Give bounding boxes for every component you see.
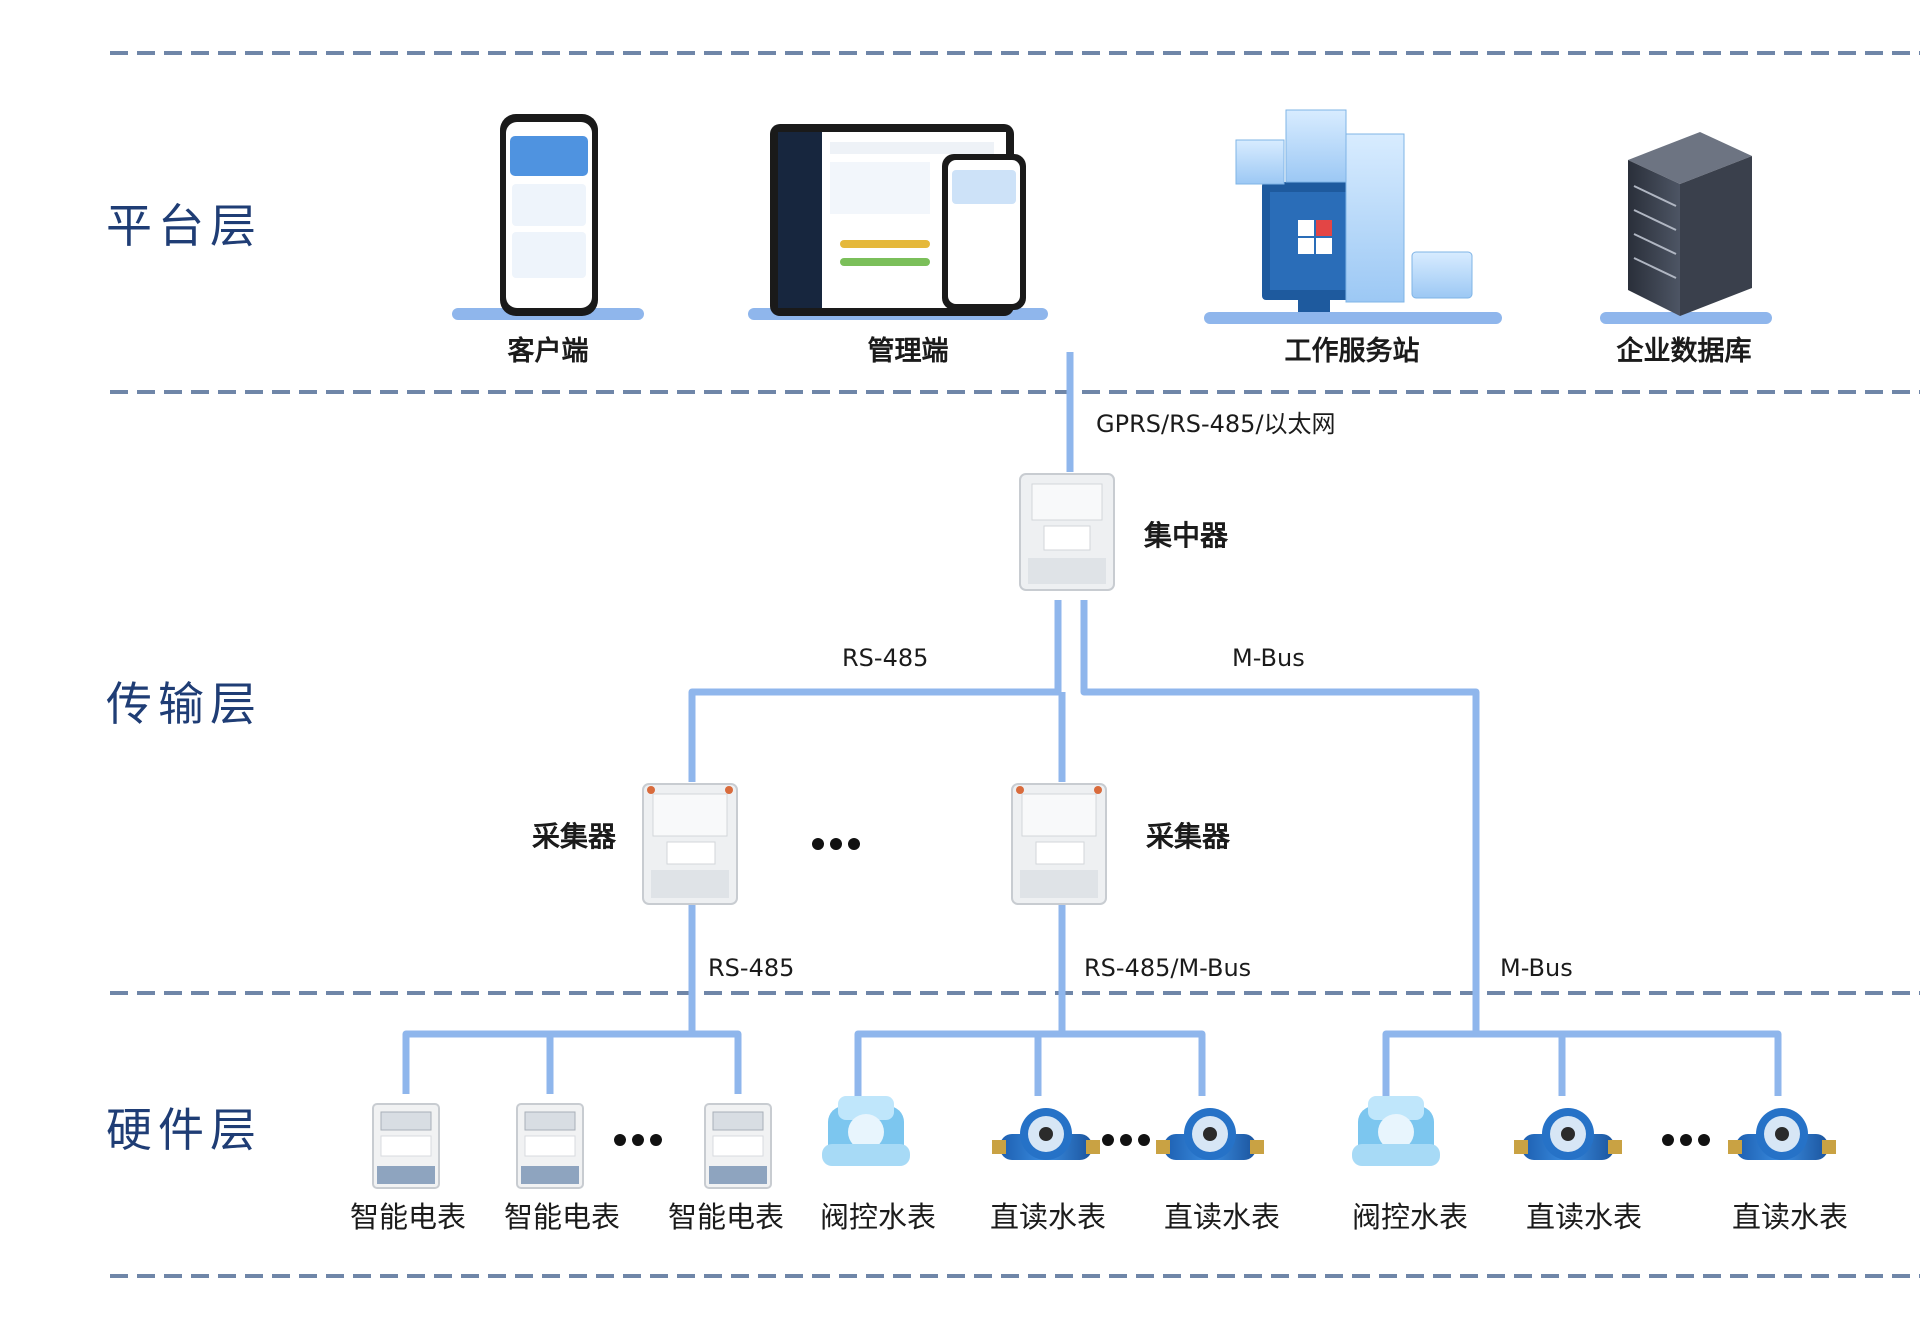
admin-tablet-icon: [748, 124, 1048, 320]
meter-label-4: 阀控水表: [820, 1200, 936, 1234]
workstation-servers-icon: [1204, 109, 1502, 324]
meter-label-8: 直读水表: [1526, 1200, 1642, 1234]
bus-left-electric: [402, 1030, 742, 1094]
client-phone-icon: [452, 114, 644, 320]
concentrator-device-icon: [1019, 473, 1115, 591]
link-label-rs485: RS-485: [842, 644, 928, 672]
platform-database-label: 企业数据库: [1617, 335, 1752, 367]
valve-water-meter-2-icon: [1352, 1096, 1440, 1166]
meter-label-2: 智能电表: [504, 1200, 620, 1234]
uplink-protocol-label: GPRS/RS-485/以太网: [1096, 410, 1336, 438]
meter-label-7: 阀控水表: [1352, 1200, 1468, 1234]
mbus-trunk-line: [1080, 600, 1480, 1032]
layer-dividers: [110, 51, 1920, 1278]
platform-client-label: 客户端: [508, 335, 589, 367]
direct-water-meter-1-icon: [992, 1108, 1100, 1160]
meter-label-1: 智能电表: [350, 1200, 466, 1234]
database-server-icon: [1600, 132, 1772, 324]
link-label-mid-down: RS-485/M-Bus: [1084, 954, 1251, 982]
direct-water-meter-4-icon: [1728, 1108, 1836, 1160]
valve-water-meter-1-icon: [822, 1096, 910, 1166]
electric-meters-ellipsis: [614, 1134, 662, 1146]
water-meters-right-ellipsis: [1662, 1134, 1710, 1146]
link-label-left-down: RS-485: [708, 954, 794, 982]
water-meters-mid-ellipsis: [1102, 1134, 1150, 1146]
platform-admin-label: 管理端: [868, 336, 949, 367]
layer-title-platform: 平台层: [106, 199, 262, 253]
direct-water-meter-2-icon: [1156, 1108, 1264, 1160]
bus-mid-water: [854, 1030, 1206, 1096]
direct-water-meter-3-icon: [1514, 1108, 1622, 1160]
meter-label-9: 直读水表: [1732, 1200, 1848, 1234]
meter-label-3: 智能电表: [668, 1200, 784, 1234]
electric-meter-2-icon: [516, 1103, 584, 1189]
electric-meter-3-icon: [704, 1103, 772, 1189]
bus-right-water: [1382, 1030, 1782, 1096]
concentrator-label: 集中器: [1143, 519, 1229, 552]
collector-left-device-icon: [642, 783, 738, 905]
rs485-trunk-line: [688, 600, 1062, 782]
link-label-right-down: M-Bus: [1500, 954, 1573, 982]
link-label-mbus: M-Bus: [1232, 644, 1305, 672]
meter-label-5: 直读水表: [990, 1200, 1106, 1234]
layer-title-hardware: 硬件层: [106, 1103, 262, 1157]
collector-right-label: 采集器: [1146, 820, 1231, 853]
collectors-ellipsis: [812, 838, 860, 850]
meter-label-6: 直读水表: [1164, 1200, 1280, 1234]
layer-title-transport: 传输层: [106, 677, 262, 731]
platform-workstation-label: 工作服务站: [1285, 336, 1420, 367]
electric-meter-1-icon: [372, 1103, 440, 1189]
collector-right-device-icon: [1011, 783, 1107, 905]
collector-left-label: 采集器: [532, 820, 617, 853]
connection-lines: [402, 352, 1782, 1096]
